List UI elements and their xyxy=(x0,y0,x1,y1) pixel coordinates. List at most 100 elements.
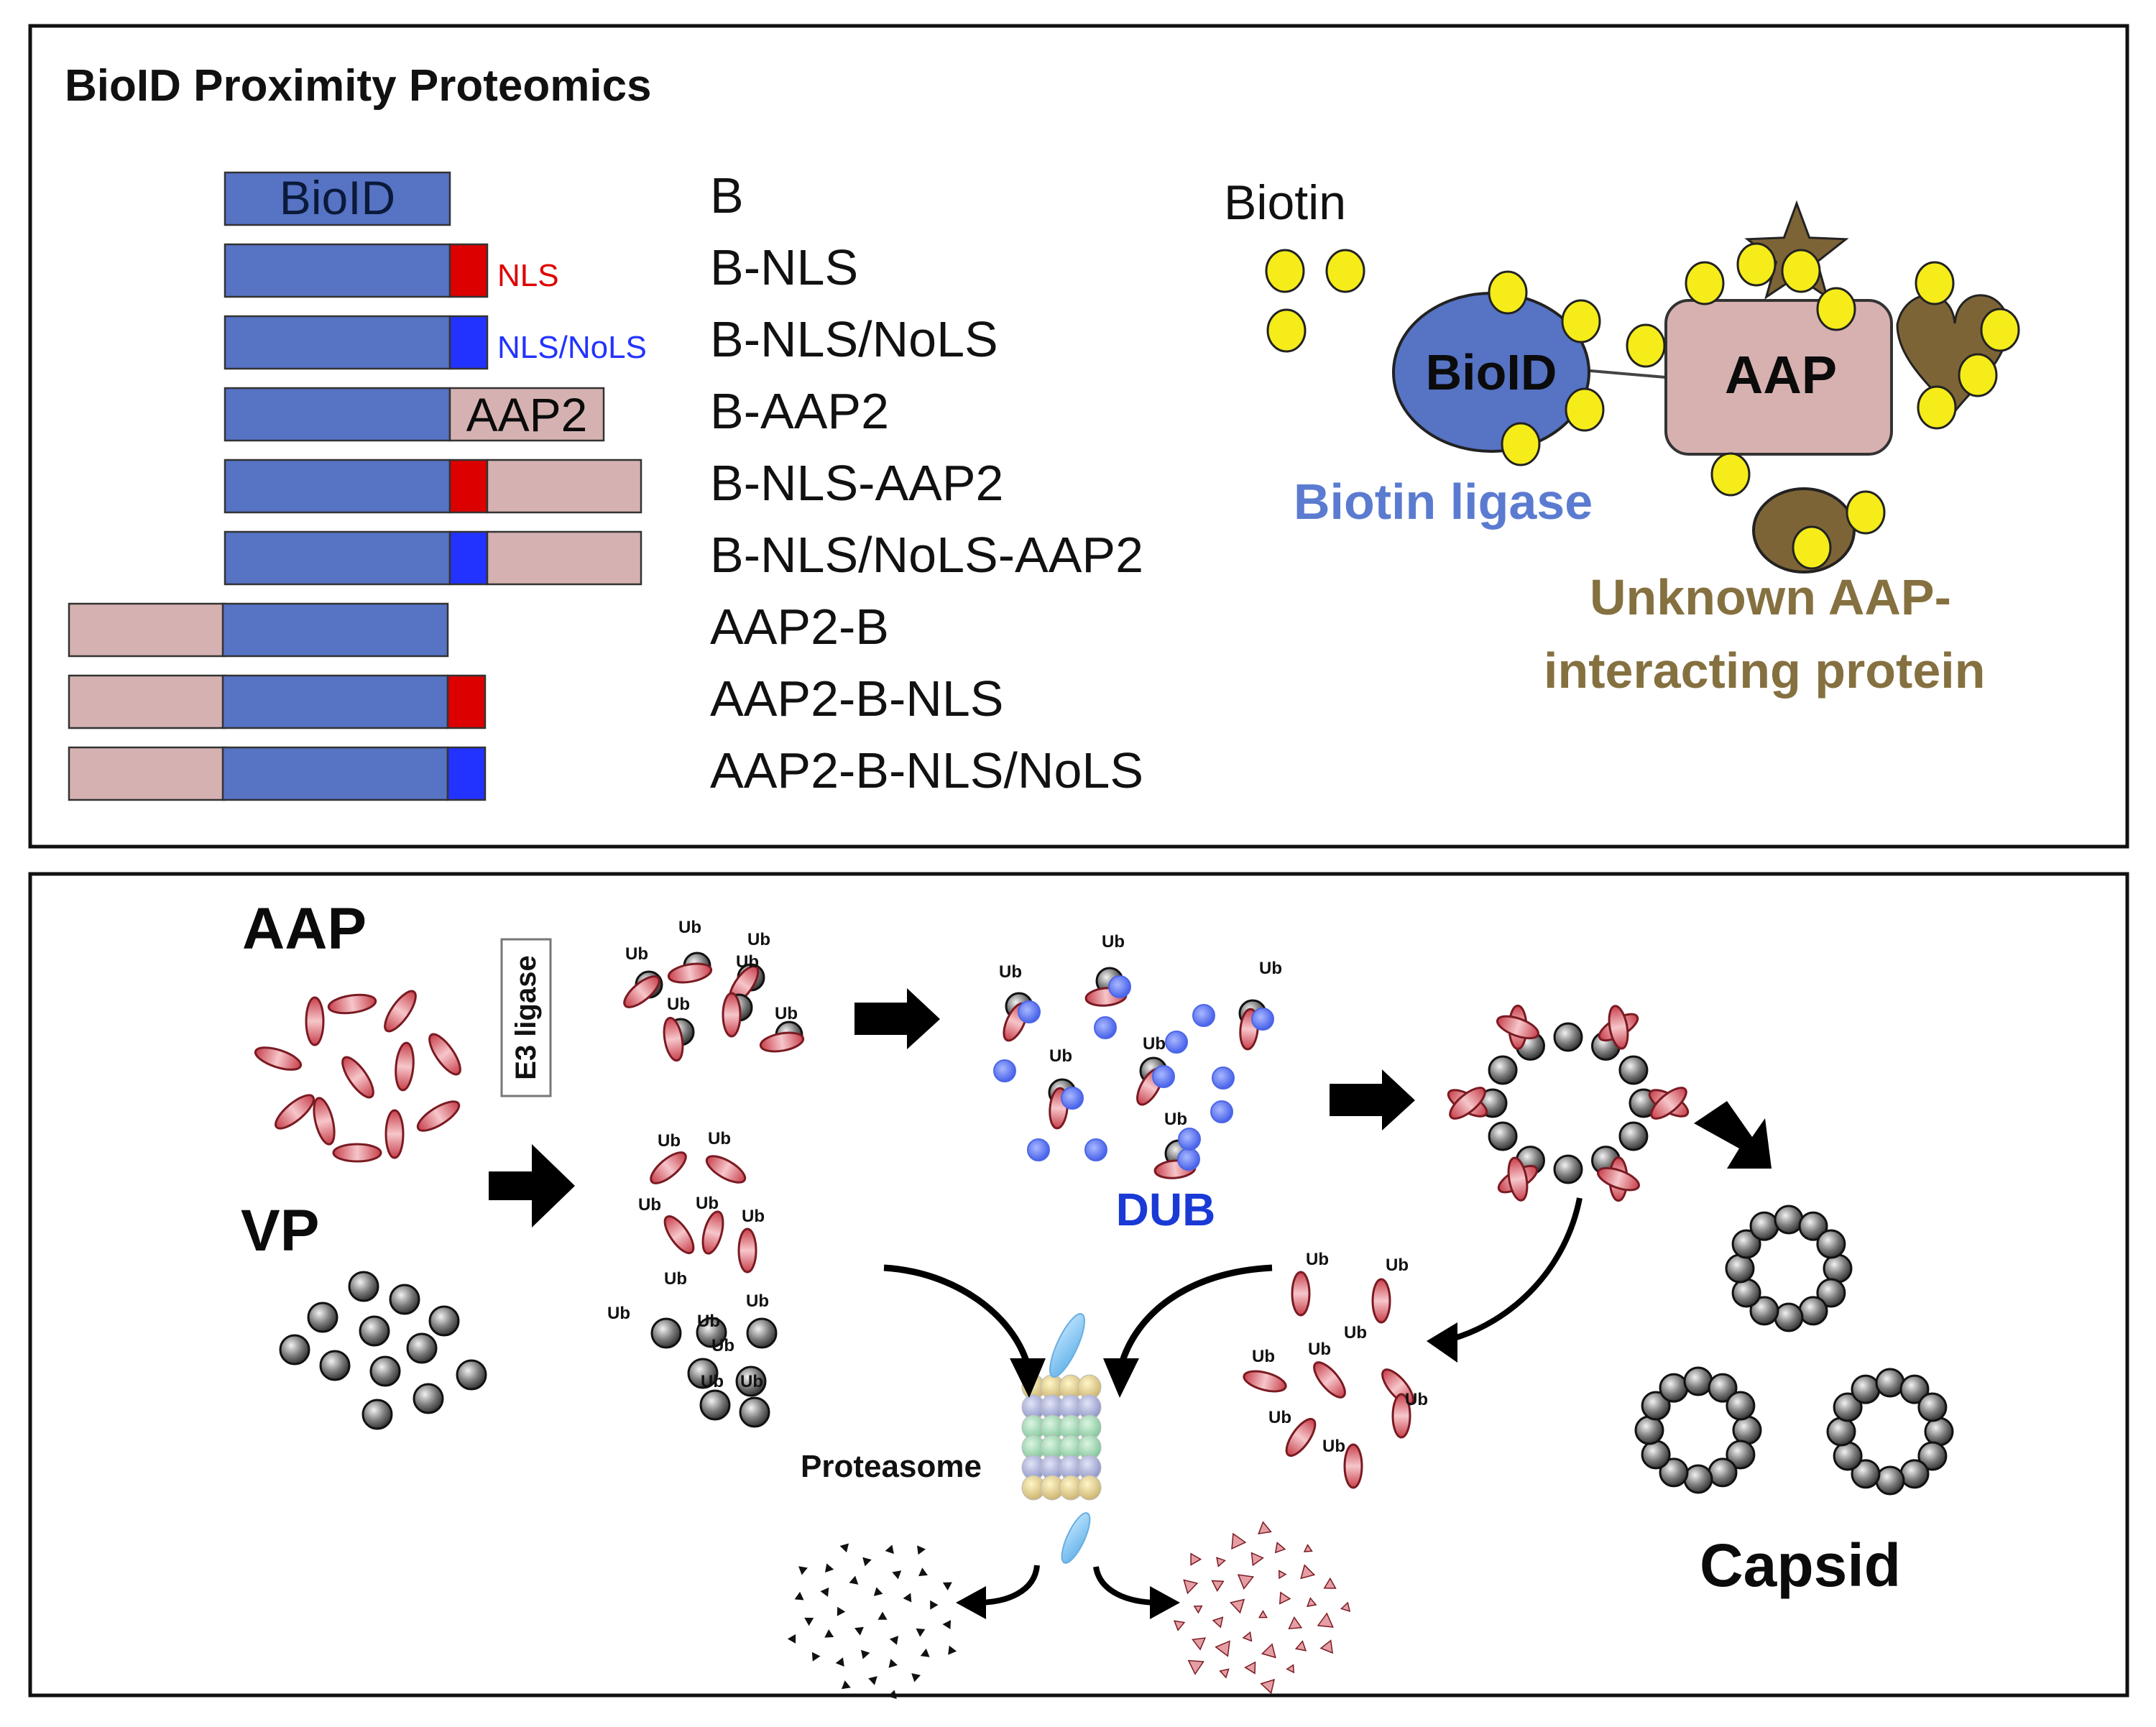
aap-protein xyxy=(1243,1370,1287,1393)
ub-tag-label: Ub xyxy=(667,995,690,1014)
biotin-dot xyxy=(1781,249,1821,293)
ub-tag-label: Ub xyxy=(1344,1323,1367,1343)
biotin-dot xyxy=(1792,525,1832,570)
construct-segment-b xyxy=(224,315,451,370)
capsid-vp-subunit xyxy=(1833,1441,1863,1471)
vp-peptide-fragment xyxy=(868,1676,877,1685)
capsid-label: Capsid xyxy=(1700,1532,1901,1599)
curve-arrow-to-aap-fragments-head xyxy=(1150,1586,1180,1619)
capsid-vp-subunit xyxy=(1774,1205,1804,1235)
aap-peptide-fragment xyxy=(1244,1661,1256,1675)
construct-name-label: AAP2-B xyxy=(710,599,889,655)
aap-protein xyxy=(663,1215,695,1255)
dub-enzyme xyxy=(1108,975,1131,998)
ub-tag-label: Ub xyxy=(1308,1340,1331,1359)
aap-protein xyxy=(1371,1278,1391,1324)
ub-tag-label: Ub xyxy=(1268,1408,1291,1427)
vp-protein xyxy=(428,1305,460,1337)
vp-protein xyxy=(696,1317,727,1348)
ub-tag-label: Ub xyxy=(1386,1256,1409,1275)
aap-peptide-fragment xyxy=(1190,1552,1202,1566)
construct-row: AAP2-B-NLS xyxy=(68,671,1003,729)
capsid-vp-subunit xyxy=(1726,1440,1756,1470)
aap-protein xyxy=(737,1228,757,1274)
aap-protein xyxy=(650,1151,687,1184)
vp-protein xyxy=(413,1383,444,1414)
vp-peptide-fragment xyxy=(798,1566,808,1575)
biotin-dot xyxy=(1915,261,1955,305)
vp-peptide-fragment xyxy=(885,1544,894,1555)
dub-enzyme xyxy=(993,1059,1016,1082)
vp-peptide-fragment xyxy=(948,1645,957,1655)
capsid-vp-subunit xyxy=(1725,1253,1755,1284)
ub-tag-label: Ub xyxy=(1164,1110,1187,1129)
construct-row: B-NLS/NoLS-AAP2 xyxy=(224,527,1143,586)
ub-tag-label: Ub xyxy=(1322,1437,1345,1456)
arrow-to-capsid xyxy=(1694,1101,1772,1169)
aap-peptide-fragment xyxy=(1250,1552,1264,1567)
biotin-dot xyxy=(1980,308,2020,352)
ring-vp-subunit xyxy=(1618,1121,1649,1151)
biold-domain-label: BioID xyxy=(280,171,395,224)
construct-row: B-NLS-AAP2 xyxy=(224,455,1003,514)
ub-tag-label: Ub xyxy=(1405,1390,1428,1409)
construct-diagram: BBioIDB-NLSNLSB-NLS/NoLSNLS/NoLSB-AAP2AA… xyxy=(68,167,1143,801)
vp-peptide-fragment xyxy=(873,1587,883,1596)
capsid-vp-subunit xyxy=(1917,1441,1948,1471)
aap-peptide-fragment xyxy=(1274,1542,1286,1554)
vp-peptide-fragment xyxy=(889,1635,899,1645)
vp-protein xyxy=(348,1271,379,1302)
curve-arrow-ring-to-release xyxy=(1443,1197,1583,1344)
biotin-dot xyxy=(1561,299,1601,344)
aap-protein xyxy=(332,1143,382,1163)
ub-tag-label: Ub xyxy=(1102,932,1125,952)
capsid-vp-subunit xyxy=(1875,1465,1905,1496)
curve-arrow-dub-to-proteasome xyxy=(1118,1264,1273,1367)
vp-protein xyxy=(279,1334,310,1366)
ring-aap-subunit xyxy=(1597,1166,1640,1192)
construct-segment-b xyxy=(224,243,451,298)
biotin-dot xyxy=(1565,387,1605,432)
vp-peptide-fragment xyxy=(892,1570,902,1580)
ub-tag-label: Ub xyxy=(742,1207,765,1226)
aap-protein xyxy=(1391,1393,1411,1439)
ub-tag-label: Ub xyxy=(1049,1046,1072,1066)
capsid-vp-subunit xyxy=(1634,1415,1664,1445)
vp-protein xyxy=(361,1399,393,1430)
aap-protein xyxy=(623,975,660,1008)
vp-peptide-fragment xyxy=(841,1680,851,1690)
peptide-fragments xyxy=(787,1521,1351,1700)
proteasome-cap xyxy=(1061,1512,1091,1564)
dub-enzyme xyxy=(1210,1100,1233,1123)
aap-peptide-fragment xyxy=(1237,1574,1255,1590)
aap-protein xyxy=(416,1100,461,1132)
unknown-interactor-label-line2: interacting protein xyxy=(1544,643,1985,699)
nls-domain-label: NLS xyxy=(497,258,559,293)
aap-peptide-fragment xyxy=(1258,1521,1272,1535)
curve-arrow-ub-to-proteasome-head xyxy=(1010,1358,1046,1398)
aap-peptide-fragment xyxy=(1303,1544,1313,1552)
aap-protein xyxy=(663,1016,684,1062)
aap-protein xyxy=(395,1041,415,1092)
vp-peptide-fragment xyxy=(917,1545,926,1555)
capsid xyxy=(1634,1366,1762,1494)
aap-peptide-fragment xyxy=(1300,1564,1316,1580)
capsid-vp-subunit xyxy=(1659,1373,1689,1403)
ring-vp-subunit xyxy=(1553,1154,1583,1184)
construct-segment-nls xyxy=(446,674,487,729)
capsid-vp-subunit xyxy=(1641,1391,1671,1421)
aap-protein xyxy=(1285,1417,1317,1457)
vp-protein xyxy=(406,1332,438,1364)
aap-protein xyxy=(428,1033,461,1076)
ub-tag-label: Ub xyxy=(1259,959,1282,978)
aap-peptide-fragment xyxy=(1230,1598,1245,1614)
ub-tag-label: Ub xyxy=(607,1304,630,1323)
biotin-dot xyxy=(1325,249,1365,293)
aap-peptide-fragment xyxy=(1187,1659,1204,1675)
aap-section-label: AAP xyxy=(242,896,367,962)
aap-protein-label: AAP xyxy=(1725,345,1837,405)
dub-enzyme xyxy=(1084,1138,1107,1161)
biotin-dot xyxy=(1626,323,1666,368)
ring-aap-subunit xyxy=(1507,1156,1529,1202)
